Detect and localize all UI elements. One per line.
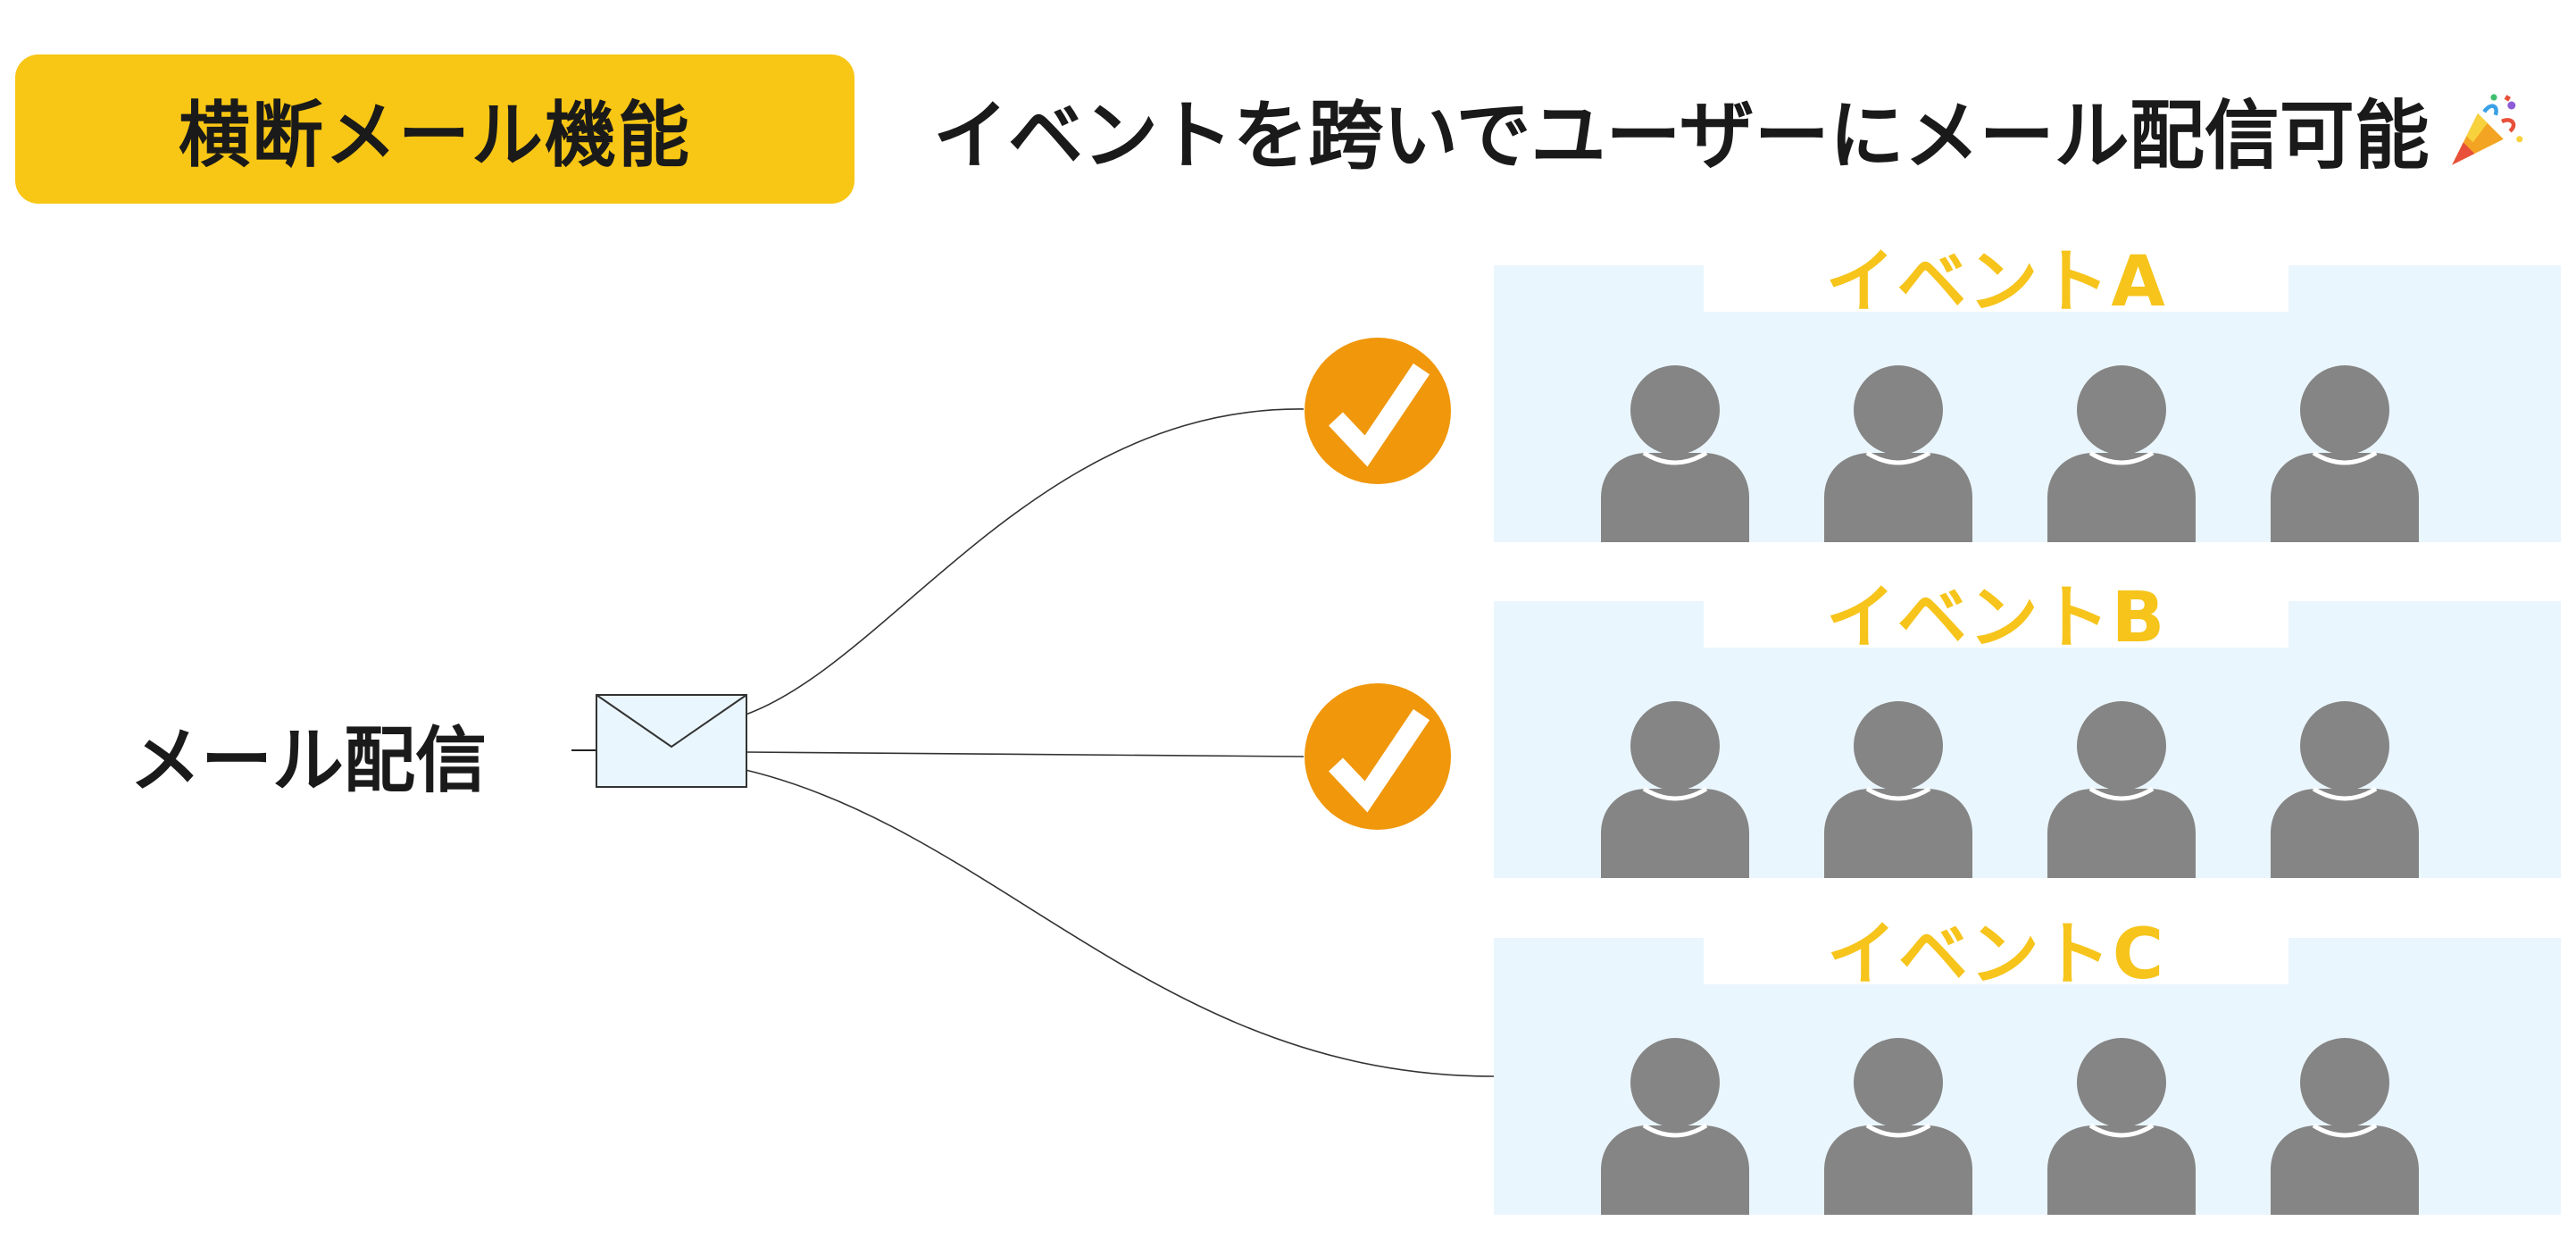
mail-delivery-text: メール配信 xyxy=(129,719,487,802)
user-icon xyxy=(1824,1038,1972,1215)
feature-badge: 横断メール機能 xyxy=(15,54,854,204)
link-to-event-c xyxy=(745,769,1495,1077)
event-title-tab xyxy=(1704,938,2288,984)
user-icon xyxy=(1601,365,1749,542)
party-popper-icon xyxy=(2452,94,2523,165)
mail-delivery-label: メール配信 xyxy=(129,706,540,804)
event-title-tab xyxy=(1704,601,2288,648)
user-icon xyxy=(2271,365,2419,542)
user-icon xyxy=(2047,365,2196,542)
headline-text: イベントを跨いでユーザーにメール配信可能 xyxy=(933,91,2430,180)
user-icon xyxy=(1601,701,1749,878)
user-icon xyxy=(1824,701,1972,878)
event-panel: イベントC xyxy=(1494,915,2561,1215)
event-title: イベントA xyxy=(1825,242,2167,322)
user-icon xyxy=(1824,365,1972,542)
check-circle-icon xyxy=(1305,338,1451,484)
event-panel: イベントA xyxy=(1494,242,2561,542)
event-title: イベントC xyxy=(1826,915,2166,995)
user-icon xyxy=(2271,1038,2419,1215)
event-title: イベントB xyxy=(1825,578,2167,658)
user-icon xyxy=(2047,1038,2196,1215)
user-icon xyxy=(2047,701,2196,878)
headline: イベントを跨いでユーザーにメール配信可能 xyxy=(933,76,2558,183)
event-panel: イベントB xyxy=(1494,578,2561,878)
event-title-tab xyxy=(1704,265,2288,312)
link-to-event-b xyxy=(745,751,1305,757)
user-icon xyxy=(1601,1038,1749,1215)
link-to-event-a xyxy=(745,408,1305,715)
check-circle-icon xyxy=(1305,683,1451,830)
feature-badge-label: 横断メール機能 xyxy=(179,93,691,177)
envelope-icon xyxy=(596,694,747,788)
user-icon xyxy=(2271,701,2419,878)
